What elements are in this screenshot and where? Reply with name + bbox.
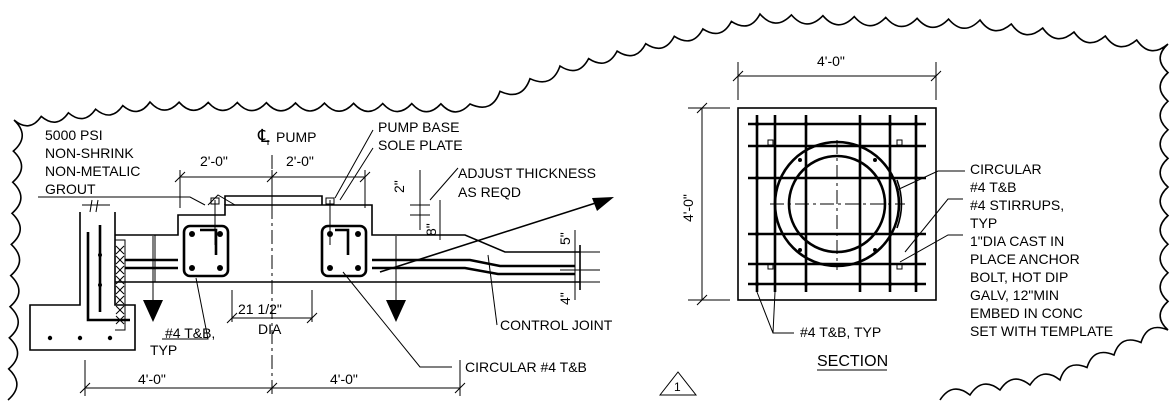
sole-plate-label: SOLE PLATE xyxy=(378,137,463,153)
slab-rebar xyxy=(125,258,575,276)
rebar-left-1: #4 T&B, xyxy=(165,325,215,341)
grout-note-1: 5000 PSI xyxy=(45,127,103,143)
revision-triangle xyxy=(658,371,698,396)
pump-base-elevation xyxy=(29,129,614,396)
section-labels: 4'-0" 4'-0" CIRCULAR #4 T&B #4 STIRRUPS,… xyxy=(680,53,1113,370)
dim-dia-value: 21 1/2" xyxy=(238,301,282,317)
revision-mark: 1 xyxy=(674,380,681,394)
right-pier-stirrup xyxy=(320,224,368,278)
dim-2ft-left: 2'-0" xyxy=(200,153,228,169)
stirrups-note-2: TYP xyxy=(970,215,997,231)
pump-base-block xyxy=(224,195,323,205)
section-dim-width: 4'-0" xyxy=(817,53,845,69)
section-outline xyxy=(737,107,937,301)
adjust-thickness-1: ADJUST THICKNESS xyxy=(458,165,596,181)
section-dim-height: 4'-0" xyxy=(680,194,696,222)
anchor-note-2: PLACE ANCHOR xyxy=(970,251,1080,267)
stirrups-note-1: #4 STIRRUPS, xyxy=(970,197,1064,213)
dim-8in: 8" xyxy=(423,223,439,236)
anchor-note-1: 1"DIA CAST IN xyxy=(970,233,1064,249)
grout-note-2: NON-SHRINK xyxy=(45,145,134,161)
anchor-note-4: GALV, 12"MIN xyxy=(970,287,1059,303)
left-pier-stirrup xyxy=(182,224,230,278)
dim-4in: 4" xyxy=(557,292,573,305)
circular-note-1: CIRCULAR xyxy=(970,161,1042,177)
anchor-note-5: EMBED IN CONC xyxy=(970,305,1083,321)
dim-4ft-left: 4'-0" xyxy=(138,371,166,387)
dim-dia-label: DIA xyxy=(258,321,282,337)
anchor-bolts xyxy=(214,200,331,245)
section-title: SECTION xyxy=(817,353,888,370)
pump-base-label: PUMP BASE xyxy=(378,119,459,135)
dim-5in: 5" xyxy=(557,232,573,245)
wall-insulation xyxy=(115,239,126,331)
circular-note-2: #4 T&B xyxy=(970,179,1016,195)
wall-rebar xyxy=(86,225,130,322)
left-wall xyxy=(29,212,136,351)
rebar-left-2: TYP xyxy=(150,342,177,358)
control-joint-label: CONTROL JOINT xyxy=(500,317,613,333)
adjust-thickness-2: AS REQD xyxy=(458,184,521,200)
section-view xyxy=(688,62,965,371)
anchor-note-6: SET WITH TEMPLATE xyxy=(970,323,1113,339)
dim-4ft-right: 4'-0" xyxy=(330,371,358,387)
grout-note-3: NON-METALIC xyxy=(45,163,140,179)
plan-labels: 5000 PSI NON-SHRINK NON-METALIC GROUT ℄ … xyxy=(45,119,698,396)
dim-2ft-right: 2'-0" xyxy=(286,153,314,169)
section-rebar-note: #4 T&B, TYP xyxy=(800,324,881,340)
grout-note-4: GROUT xyxy=(45,181,96,197)
centerline-symbol: ℄ xyxy=(257,126,270,146)
circular-rebar-label: CIRCULAR #4 T&B xyxy=(465,359,587,375)
anchor-note-3: BOLT, HOT DIP xyxy=(970,269,1068,285)
dim-2in: 2" xyxy=(391,180,407,193)
pump-label: PUMP xyxy=(276,129,316,145)
revision-cloud xyxy=(7,12,1170,401)
